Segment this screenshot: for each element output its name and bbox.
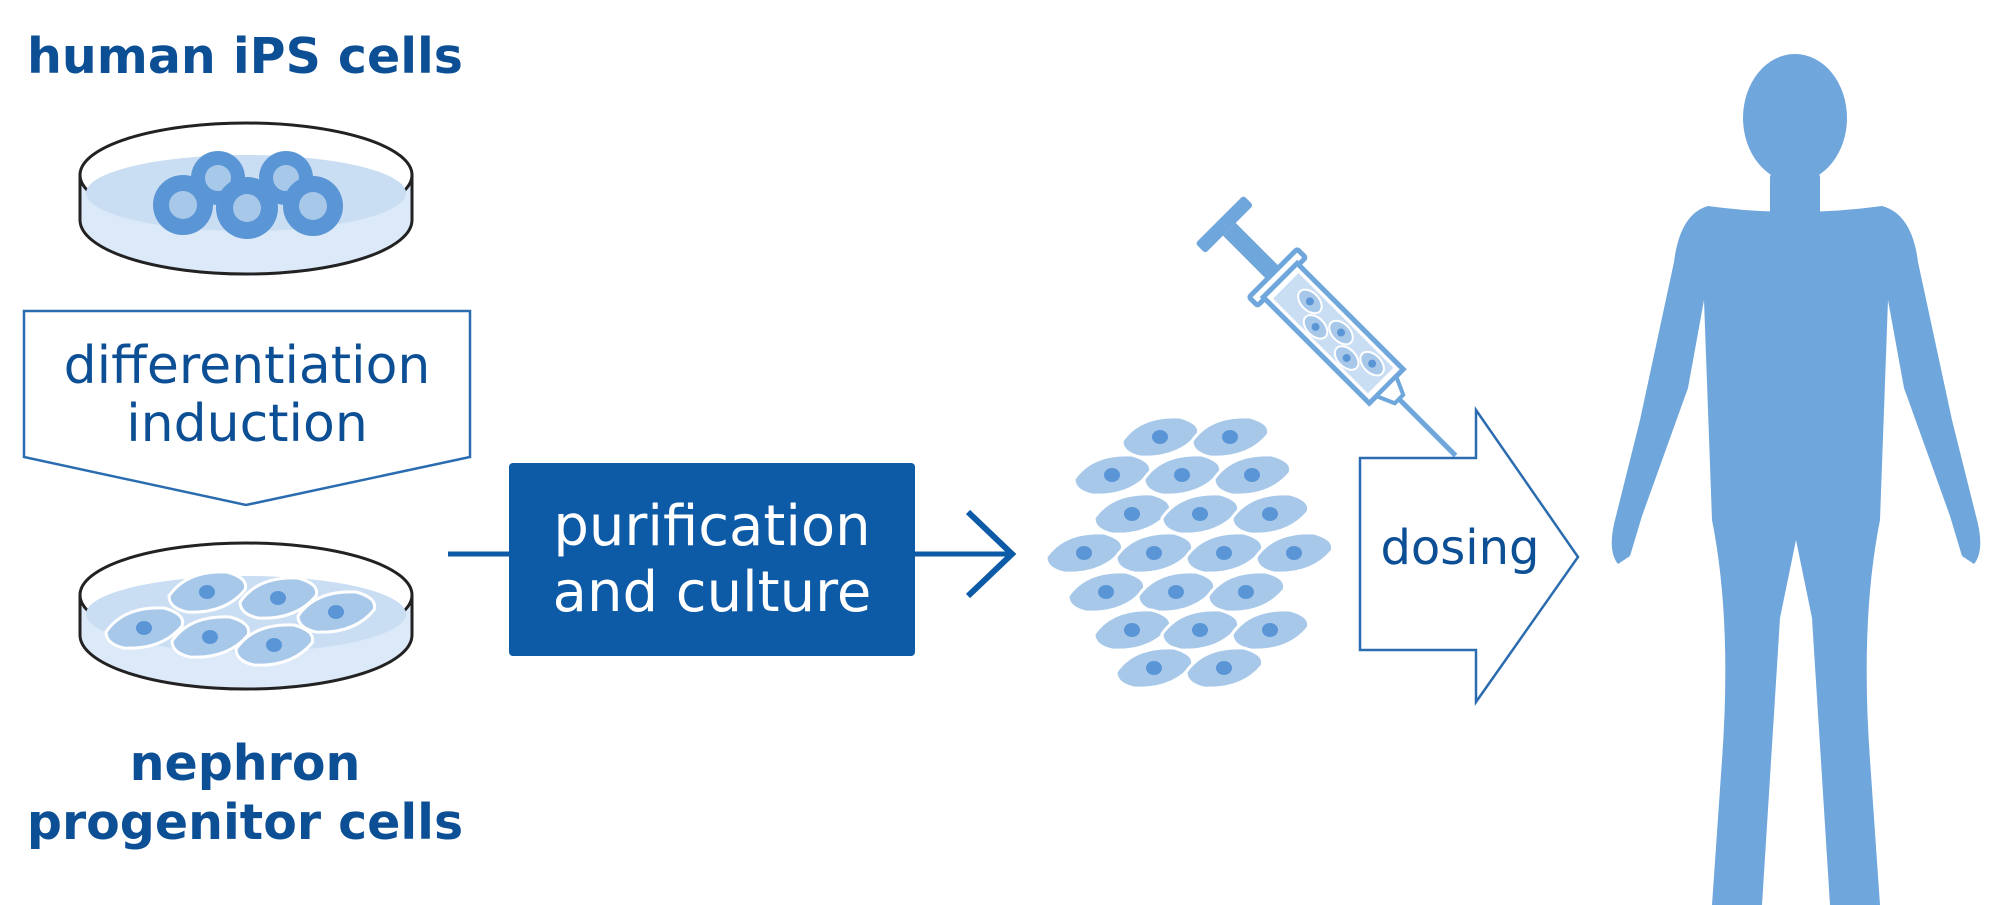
differentiation-line-1: differentiation [63,336,431,396]
cell-cluster [1044,415,1335,690]
differentiation-label: differentiation induction [22,337,472,453]
differentiation-chevron [22,309,472,507]
ips-cells-label: human iPS cells [27,28,463,85]
dosing-arrow [1358,406,1580,706]
nephron-label-line-1: nephron [129,735,361,792]
arrow-head [965,509,1017,599]
purification-box: purification and culture [509,463,915,656]
purification-line-1: purification [553,493,871,559]
ips-cell-colonies [153,151,343,239]
dosing-label: dosing [1380,520,1540,576]
nephron-progenitor-label: nephron progenitor cells [20,735,470,853]
differentiation-line-2: induction [126,394,368,454]
human-silhouette-icon [1611,54,1981,905]
purification-line-2: and culture [552,559,872,625]
npc-petri-dish [78,541,414,691]
nephron-label-line-2: progenitor cells [26,793,464,851]
ips-petri-dish [78,121,414,276]
syringe-icon [1196,196,1458,458]
